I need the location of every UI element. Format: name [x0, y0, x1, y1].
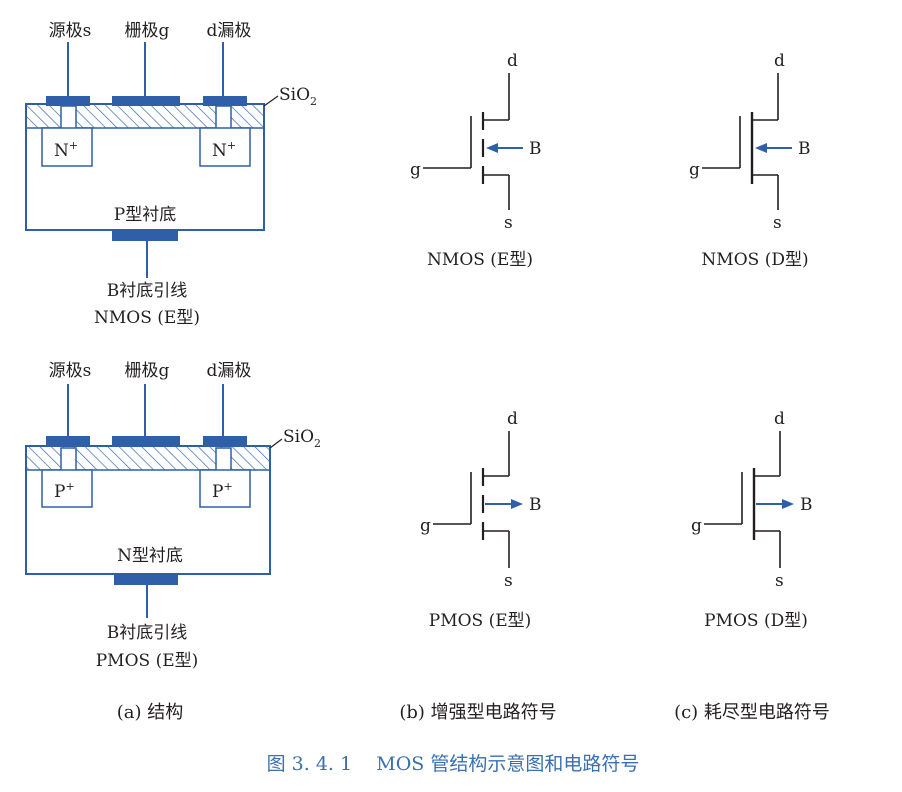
structure-type-label: NMOS (E型) — [94, 308, 200, 328]
source-window — [60, 105, 77, 131]
gate-label: 栅极g — [125, 21, 170, 41]
source-terminal-label: s — [504, 571, 513, 591]
substrate-label: N型衬底 — [117, 546, 183, 566]
drain-window — [215, 105, 232, 131]
gate-label: 栅极g — [125, 361, 170, 381]
subcaption-c: (c) 耗尽型电路符号 — [674, 702, 830, 723]
gate-terminal-label: g — [410, 160, 421, 180]
n-plus-well-left — [41, 127, 93, 167]
gate-terminal-label: g — [689, 160, 700, 180]
bulk-terminal-label: B — [800, 495, 813, 515]
drain-label: d漏极 — [207, 361, 252, 381]
subcaption-a: (a) 结构 — [117, 702, 184, 723]
drain-terminal-label: d — [774, 51, 785, 71]
drain-terminal-label: d — [507, 51, 518, 71]
gate-electrode — [112, 436, 180, 447]
symbol-caption: NMOS (D型) — [701, 250, 808, 270]
gate-terminal-label: g — [691, 516, 702, 536]
source-window — [60, 447, 77, 473]
symbol-nmos-enhancement: d g s B NMOS (E型) — [410, 51, 542, 270]
substrate-label: P型衬底 — [114, 205, 176, 225]
bulk-arrow-outward — [782, 499, 794, 509]
drain-contact — [203, 96, 247, 106]
bulk-arrow-inward — [755, 143, 767, 153]
drain-terminal-label: d — [774, 409, 785, 429]
substrate-contact — [114, 574, 178, 585]
oxide-label: SiO2 — [283, 427, 321, 450]
substrate-lead-label: B衬底引线 — [107, 281, 188, 301]
source-terminal-label: s — [773, 213, 782, 233]
p-plus-well-left — [41, 469, 93, 508]
oxide-label: SiO2 — [279, 85, 317, 108]
source-contact — [46, 436, 90, 447]
n-plus-well-right — [199, 127, 251, 167]
nmos-structure: 源极s 栅极g d漏极 N+ N+ SiO2 P型衬底 B衬底引线 NMOS (… — [25, 21, 317, 328]
drain-label: d漏极 — [207, 21, 252, 41]
substrate-contact — [112, 230, 178, 241]
bulk-arrow-inward — [486, 143, 498, 153]
drain-contact — [203, 436, 247, 447]
p-plus-right-label: P+ — [212, 480, 233, 502]
gate-electrode — [112, 96, 180, 106]
p-plus-left-label: P+ — [54, 480, 75, 502]
substrate-lead-label: B衬底引线 — [107, 623, 188, 643]
symbol-pmos-enhancement: d g s B PMOS (E型) — [420, 409, 542, 631]
source-label: 源极s — [49, 361, 92, 381]
drain-terminal-label: d — [507, 409, 518, 429]
structure-type-label: PMOS (E型) — [96, 651, 199, 671]
symbol-caption: PMOS (E型) — [429, 611, 532, 631]
symbol-caption: PMOS (D型) — [704, 611, 808, 631]
source-terminal-label: s — [775, 571, 784, 591]
p-plus-well-right — [199, 469, 251, 508]
pmos-structure: 源极s 栅极g d漏极 P+ P+ SiO2 N型衬底 B衬底引线 PMOS (… — [25, 361, 321, 671]
source-contact — [46, 96, 90, 106]
source-terminal-label: s — [504, 213, 513, 233]
bulk-terminal-label: B — [529, 495, 542, 515]
gate-terminal-label: g — [420, 516, 431, 536]
symbol-caption: NMOS (E型) — [427, 250, 533, 270]
symbol-pmos-depletion: d g s B PMOS (D型) — [691, 409, 813, 631]
n-plus-left-label: N+ — [54, 139, 78, 161]
drain-window — [215, 447, 232, 473]
oxide-leader — [263, 95, 279, 107]
figure-caption: 图 3. 4. 1 MOS 管结构示意图和电路符号 — [267, 753, 640, 775]
symbol-nmos-depletion: d g s B NMOS (D型) — [689, 51, 811, 270]
bulk-terminal-label: B — [798, 139, 811, 159]
bulk-terminal-label: B — [529, 139, 542, 159]
n-plus-right-label: N+ — [212, 139, 236, 161]
bulk-arrow-outward — [511, 499, 523, 509]
source-label: 源极s — [49, 21, 92, 41]
subcaption-b: (b) 增强型电路符号 — [399, 702, 556, 723]
oxide-leader — [269, 438, 283, 449]
